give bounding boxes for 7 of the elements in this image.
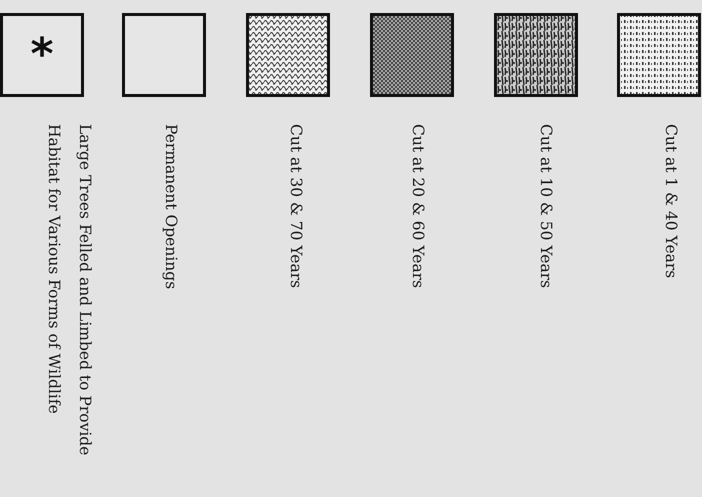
- legend-label: Permanent Openings: [161, 124, 181, 292]
- legend-label: Cut at 20 & 60 Years: [408, 124, 428, 290]
- legend-label: Large Trees Felled and Limbed to Provide Habitat for Various Forms of Wildlife: [44, 124, 95, 458]
- legend-label: Cut at 10 & 50 Years: [536, 124, 556, 290]
- legend-label: Cut at 30 & 70 Years: [286, 124, 306, 290]
- asterisk-symbol: *: [30, 33, 54, 77]
- legend-label: Cut at 1 & 40 Years: [661, 124, 681, 280]
